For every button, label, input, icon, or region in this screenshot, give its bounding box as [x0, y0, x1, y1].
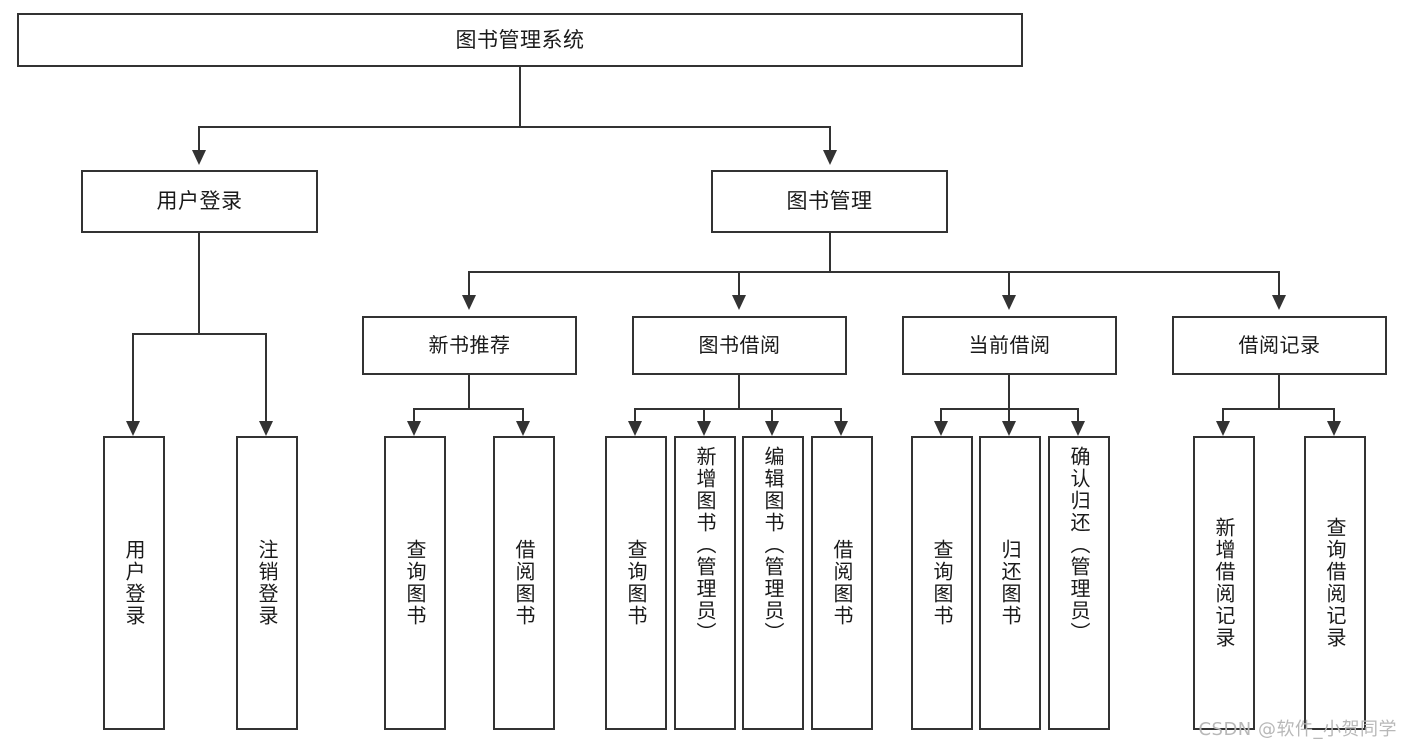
- leaf-label: 查询借阅记录: [1323, 517, 1347, 649]
- leaf-label: 编辑图书（管理员）: [761, 446, 785, 644]
- connector-borrowrecord-drop-2: [1333, 408, 1335, 423]
- watermark-text: CSDN @软件_小贺同学: [1198, 719, 1397, 740]
- arrow-to-current-borrow: [1002, 295, 1016, 310]
- node-label: 新书推荐: [428, 333, 511, 357]
- arrow-to-book-manage: [823, 150, 837, 165]
- connector-bookmanage-bus: [468, 271, 1280, 273]
- leaf-edit-book[interactable]: 编辑图书（管理员）: [742, 436, 804, 730]
- arrow-to-borrow-record: [1272, 295, 1286, 310]
- node-label: 图书借阅: [698, 333, 781, 357]
- node-book-borrow[interactable]: 图书借阅: [632, 316, 847, 375]
- arrow-to-leaf-user-login: [126, 421, 140, 436]
- arrow-to-leaf-logout: [259, 421, 273, 436]
- arrow-to-leaf-query-record: [1327, 421, 1341, 436]
- node-root-system[interactable]: 图书管理系统: [17, 13, 1023, 67]
- node-label: 图书管理系统: [455, 27, 585, 52]
- node-label: 借阅记录: [1238, 333, 1321, 357]
- connector-bookborrow-drop-2: [703, 408, 705, 423]
- connector-lvl3-drop-2: [738, 271, 740, 297]
- connector-lvl3-drop-4: [1278, 271, 1280, 297]
- leaf-label: 借阅图书: [512, 539, 536, 627]
- connector-currentborrow-drop-1: [940, 408, 942, 423]
- arrow-to-new-book-recommend: [462, 295, 476, 310]
- leaf-add-borrow-record[interactable]: 新增借阅记录: [1193, 436, 1255, 730]
- arrow-to-leaf-confirm-return: [1071, 421, 1085, 436]
- connector-newbook-stem: [468, 375, 470, 409]
- leaf-label: 确认归还（管理员）: [1067, 446, 1091, 644]
- arrow-to-leaf-query-book-1: [407, 421, 421, 436]
- node-user-login[interactable]: 用户登录: [81, 170, 318, 233]
- leaf-label: 借阅图书: [830, 539, 854, 627]
- leaf-return-book[interactable]: 归还图书: [979, 436, 1041, 730]
- leaf-query-book-current[interactable]: 查询图书: [911, 436, 973, 730]
- connector-userlogin-bus: [132, 333, 267, 335]
- leaf-borrow-book[interactable]: 借阅图书: [811, 436, 873, 730]
- node-label: 当前借阅: [968, 333, 1051, 357]
- leaf-label: 用户登录: [122, 539, 146, 627]
- leaf-logout[interactable]: 注销登录: [236, 436, 298, 730]
- connector-userlogin-stem: [198, 233, 200, 334]
- connector-currentborrow-drop-2: [1008, 408, 1010, 423]
- connector-borrowrecord-bus: [1222, 408, 1335, 410]
- arrow-to-user-login: [192, 150, 206, 165]
- connector-newbook-bus: [413, 408, 524, 410]
- arrow-to-leaf-add-record: [1216, 421, 1230, 436]
- connector-bookborrow-bus: [634, 408, 842, 410]
- connector-root-bus: [198, 126, 831, 128]
- leaf-query-book-recommend[interactable]: 查询图书: [384, 436, 446, 730]
- node-label: 图书管理: [786, 189, 873, 214]
- leaf-label: 注销登录: [255, 539, 279, 627]
- arrow-to-leaf-edit-book: [765, 421, 779, 436]
- connector-bookborrow-drop-4: [840, 408, 842, 423]
- leaf-label: 新增图书（管理员）: [693, 446, 717, 644]
- leaf-label: 查询图书: [403, 539, 427, 627]
- connector-root-drop-right: [829, 126, 831, 152]
- connector-currentborrow-drop-3: [1077, 408, 1079, 423]
- node-new-book-recommend[interactable]: 新书推荐: [362, 316, 577, 375]
- arrow-to-leaf-borrow-book-2: [834, 421, 848, 436]
- arrow-to-leaf-query-book-3: [934, 421, 948, 436]
- connector-bookborrow-stem: [738, 375, 740, 409]
- arrow-to-book-borrow: [732, 295, 746, 310]
- arrow-to-leaf-add-book: [697, 421, 711, 436]
- leaf-label: 新增借阅记录: [1212, 517, 1236, 649]
- leaf-label: 归还图书: [998, 539, 1022, 627]
- connector-root-stem: [519, 67, 521, 127]
- node-current-borrow[interactable]: 当前借阅: [902, 316, 1117, 375]
- node-label: 用户登录: [156, 189, 243, 214]
- connector-bookmanage-stem: [829, 233, 831, 272]
- node-book-manage[interactable]: 图书管理: [711, 170, 948, 233]
- connector-newbook-drop-1: [413, 408, 415, 423]
- leaf-add-book[interactable]: 新增图书（管理员）: [674, 436, 736, 730]
- connector-newbook-drop-2: [522, 408, 524, 423]
- connector-userlogin-drop-1: [132, 333, 134, 423]
- connector-bookborrow-drop-1: [634, 408, 636, 423]
- leaf-user-login[interactable]: 用户登录: [103, 436, 165, 730]
- leaf-borrow-book-recommend[interactable]: 借阅图书: [493, 436, 555, 730]
- connector-lvl3-drop-3: [1008, 271, 1010, 297]
- arrow-to-leaf-borrow-book-1: [516, 421, 530, 436]
- leaf-confirm-return[interactable]: 确认归还（管理员）: [1048, 436, 1110, 730]
- node-borrow-record[interactable]: 借阅记录: [1172, 316, 1387, 375]
- connector-currentborrow-stem: [1008, 375, 1010, 409]
- leaf-label: 查询图书: [930, 539, 954, 627]
- leaf-query-book-borrow[interactable]: 查询图书: [605, 436, 667, 730]
- leaf-query-borrow-record[interactable]: 查询借阅记录: [1304, 436, 1366, 730]
- connector-bookborrow-drop-3: [771, 408, 773, 423]
- connector-borrowrecord-drop-1: [1222, 408, 1224, 423]
- connector-lvl3-drop-1: [468, 271, 470, 297]
- arrow-to-leaf-query-book-2: [628, 421, 642, 436]
- connector-userlogin-drop-2: [265, 333, 267, 423]
- leaf-label: 查询图书: [624, 539, 648, 627]
- connector-borrowrecord-stem: [1278, 375, 1280, 409]
- arrow-to-leaf-return-book: [1002, 421, 1016, 436]
- connector-root-drop-left: [198, 126, 200, 152]
